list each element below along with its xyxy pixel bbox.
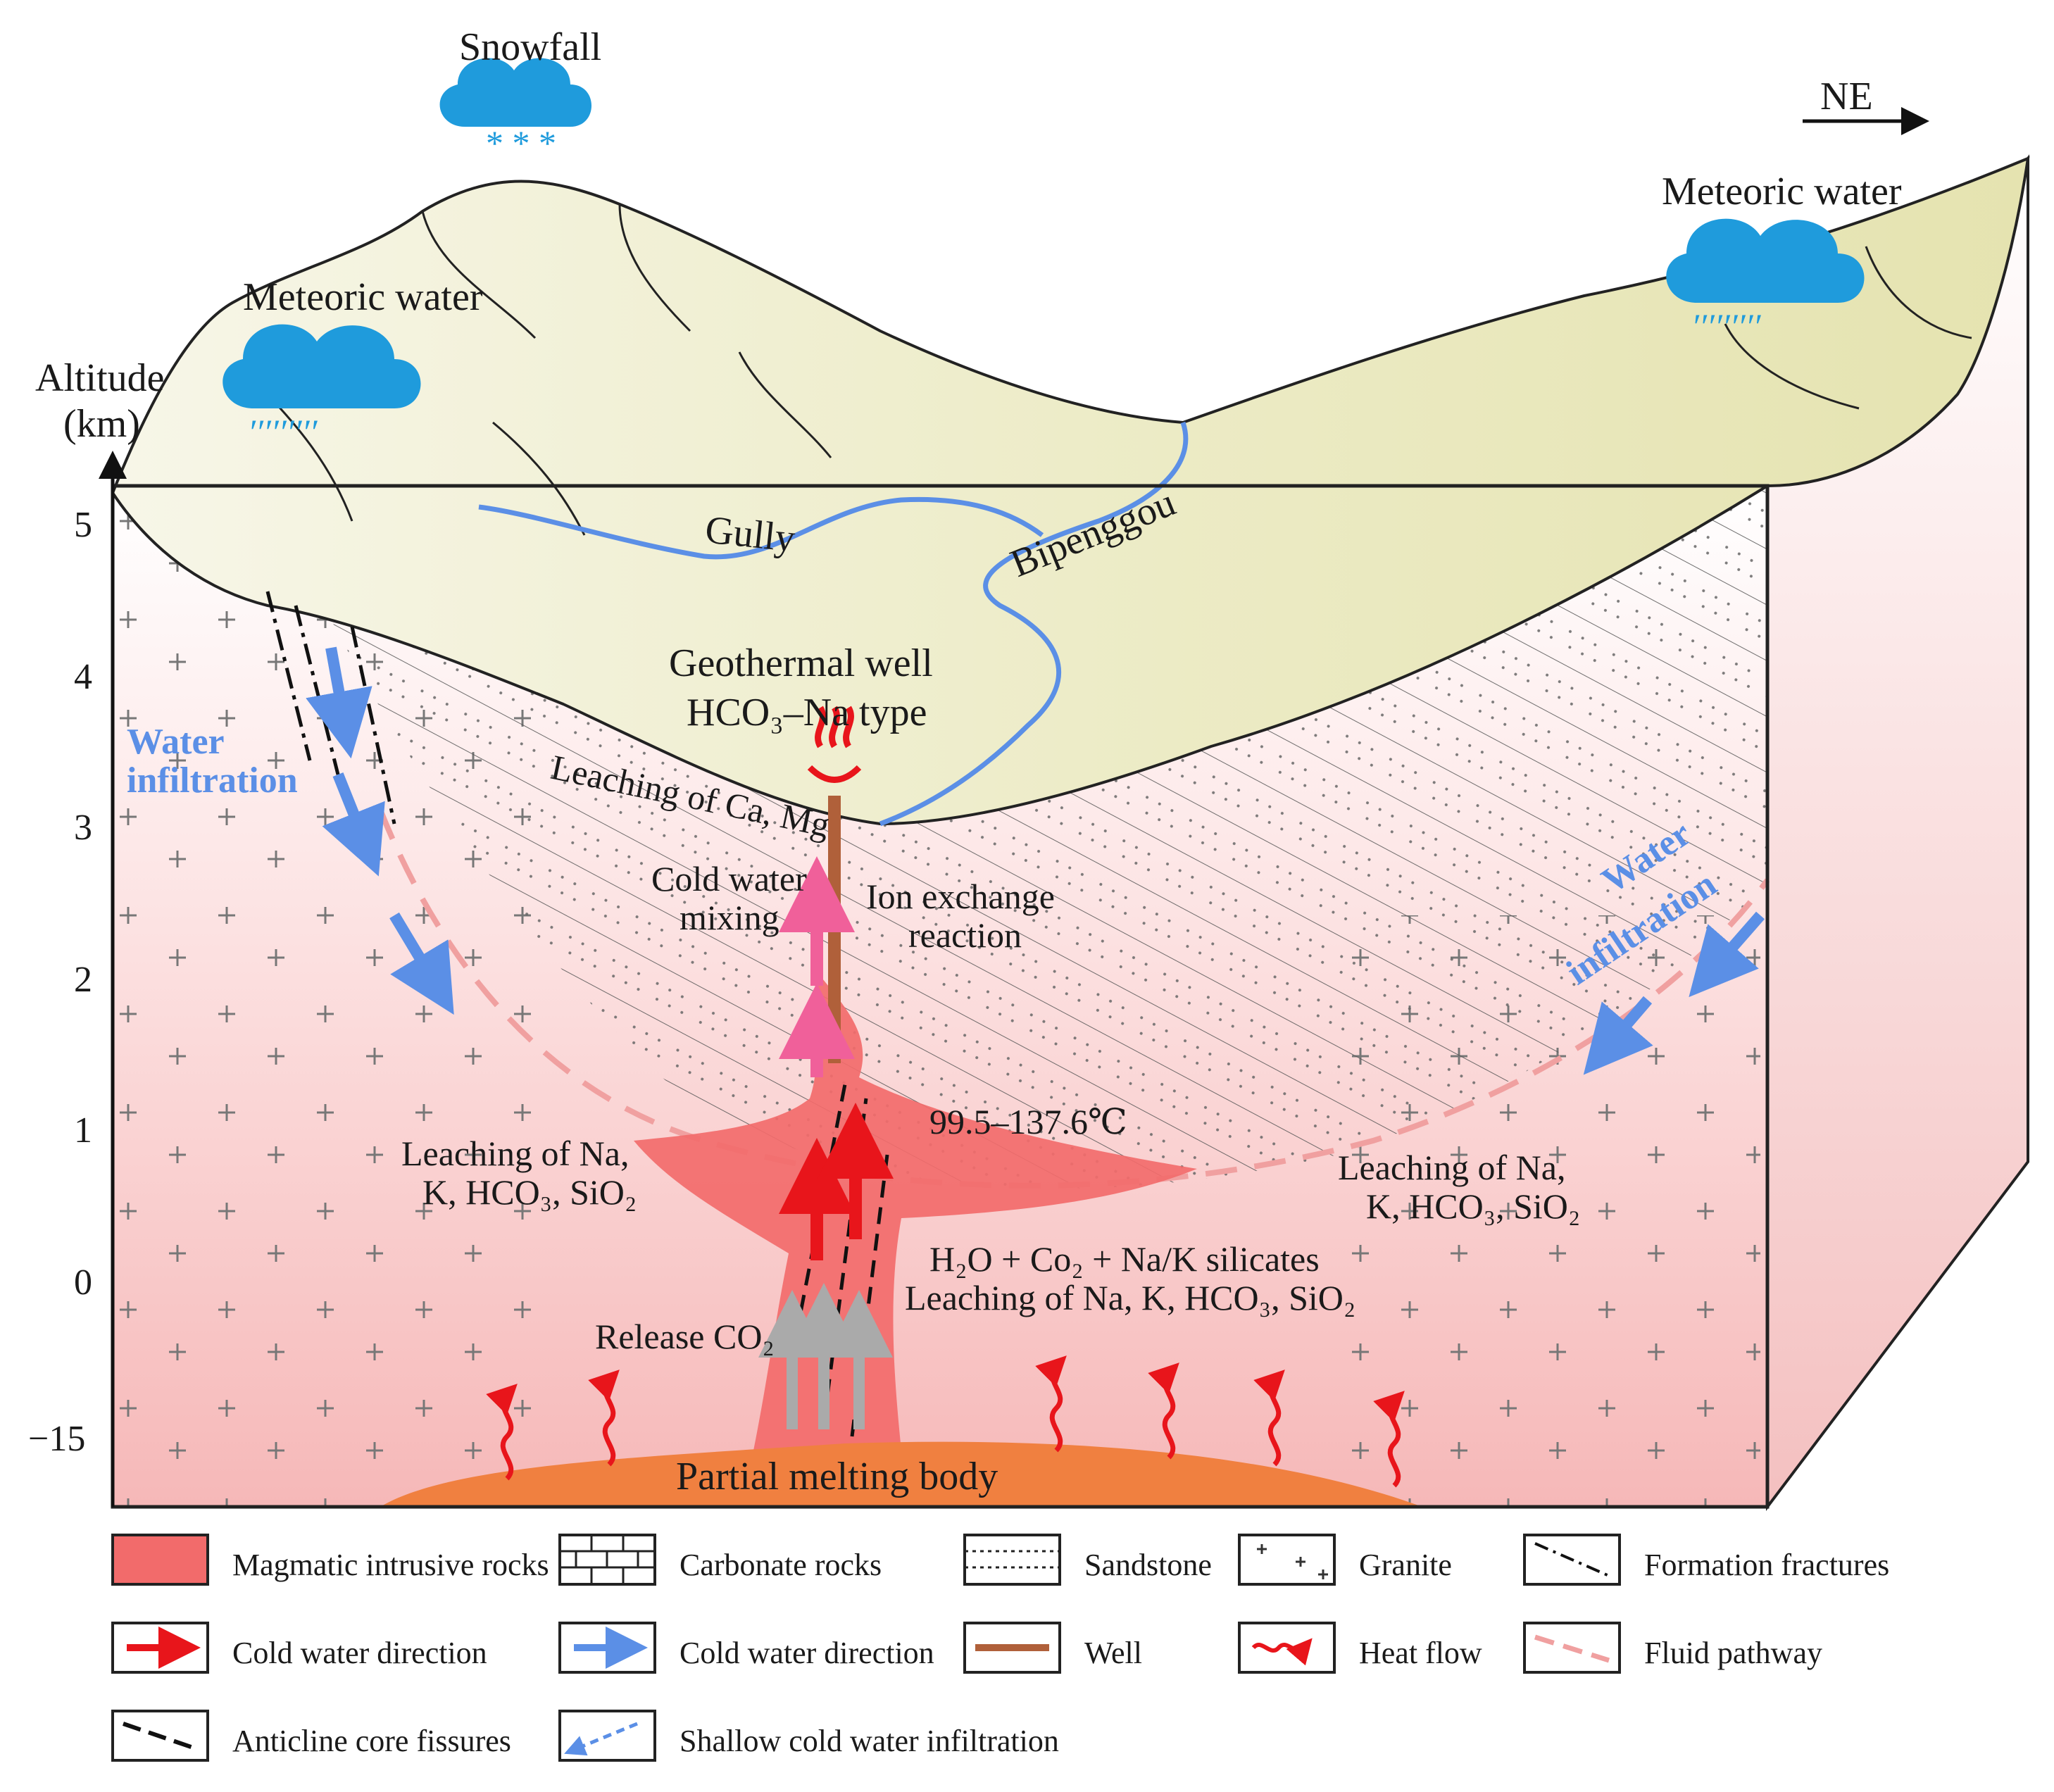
left-infiltration-arrows (306, 646, 454, 1015)
tick-2: 2 (74, 960, 92, 1000)
label-cold-water-mixing-1: Cold water (651, 859, 807, 898)
legend-label-sandstone: Sandstone (1084, 1548, 1212, 1582)
legend-swatch-sandstone (963, 1534, 1061, 1586)
label-infiltration-left-1: Water (127, 722, 225, 762)
label-release-co2: Release CO₂ (595, 1317, 775, 1356)
granite-pattern-icon (1257, 1544, 1328, 1579)
tick-minus-15: −15 (28, 1419, 85, 1459)
rain-cloud-left-icon: ′′′′′′′′′ (223, 324, 421, 451)
terrain-ridge-lines (252, 203, 1972, 536)
label-leaching-right-1: Leaching of Na, (1338, 1148, 1565, 1187)
axis-title-line2: (km) (63, 402, 140, 446)
label-leaching-left-1: Leaching of Na, (401, 1134, 629, 1173)
grey-co2-arrows (758, 1283, 893, 1429)
partial-melting-body (380, 1441, 1422, 1507)
gully-river (478, 496, 1044, 560)
legend-label-carbonate: Carbonate rocks (680, 1548, 882, 1582)
label-infiltration-left-2: infiltration (127, 760, 298, 801)
legend-label-heat-flow: Heat flow (1359, 1636, 1482, 1670)
legend-label-blue-arrow: Cold water direction (680, 1636, 934, 1670)
legend-swatch-granite (1238, 1534, 1336, 1586)
black-dash-icon (123, 1722, 198, 1751)
blue-dash-arrow-icon (564, 1722, 638, 1756)
carbonate-pattern-icon (560, 1535, 655, 1584)
label-gully: Gully (703, 508, 797, 560)
heat-flow-arrows (486, 1355, 1405, 1488)
label-leaching-left-2: K, HCO₃, SiO₂ (422, 1172, 637, 1212)
tick-5: 5 (74, 505, 92, 545)
label-ion-exchange-1: Ion exchange (866, 877, 1055, 916)
snowfall-cloud-icon: * * * (439, 58, 591, 163)
label-geothermal-well: Geothermal well (669, 641, 933, 685)
axis-ticks: 5 4 3 2 1 0 −15 (28, 505, 92, 1459)
legend-swatch-magmatic (111, 1534, 209, 1586)
legend-label-anticline: Anticline core fissures (232, 1724, 511, 1758)
legend-swatch-anticline (111, 1710, 209, 1762)
label-temperature: 99.5–137.6℃ (929, 1102, 1127, 1141)
label-leaching-right-2: K, HCO₃, SiO₂ (1366, 1186, 1580, 1226)
bipenggou-river (879, 421, 1189, 827)
magmatic-intrusion (634, 972, 1197, 1450)
tick-0: 0 (74, 1262, 92, 1303)
svg-text:′′′′′′′′′: ′′′′′′′′′ (1693, 306, 1762, 346)
axis-title-line1: Altitude (35, 356, 165, 400)
label-partial-melting: Partial melting body (676, 1455, 998, 1498)
label-snowfall: Snowfall (459, 25, 601, 69)
right-infiltration-arrows (1583, 911, 1765, 1075)
legend-label-fracture: Formation fractures (1644, 1548, 1889, 1582)
sandstone-pattern-icon (965, 1550, 1060, 1569)
legend-label-fluid-pathway: Fluid pathway (1644, 1636, 1822, 1670)
legend-label-well: Well (1084, 1636, 1142, 1670)
legend-swatch-fluid-pathway (1523, 1622, 1621, 1674)
label-meteoric-right: Meteoric water (1662, 170, 1902, 213)
svg-text:′′′′′′′′′: ′′′′′′′′′ (250, 412, 319, 451)
rain-cloud-right-icon: ′′′′′′′′′ (1666, 218, 1865, 346)
label-ion-exchange-2: reaction (908, 915, 1022, 955)
legend-label-shallow-infiltration: Shallow cold water infiltration (680, 1724, 1059, 1758)
svg-text:* * *: * * * (486, 123, 556, 163)
label-cold-water-mixing-2: mixing (680, 898, 779, 937)
compass-label: NE (1820, 75, 1873, 118)
tick-3: 3 (74, 808, 92, 848)
label-hco3-na: HCO₃–Na type (687, 691, 927, 734)
legend-label-magmatic: Magmatic intrusive rocks (232, 1548, 549, 1582)
fracture-pattern-icon (1534, 1542, 1610, 1577)
label-meteoric-left: Meteoric water (243, 275, 483, 319)
label-reaction-2: Leaching of Na, K, HCO₃, SiO₂ (905, 1278, 1355, 1317)
pink-dash-icon (1534, 1634, 1610, 1663)
label-reaction-1: H₂O + Co₂ + Na/K silicates (929, 1239, 1320, 1279)
tick-4: 4 (74, 657, 92, 697)
terrain-surface (111, 156, 2030, 826)
hot-spring-steam-icon (807, 706, 862, 783)
wavy-red-arrow-icon (1251, 1638, 1313, 1666)
legend-label-red-arrow: Cold water direction (232, 1636, 487, 1670)
legend: Magmatic intrusive rocks Carbonate rocks… (111, 1534, 1889, 1762)
tick-1: 1 (74, 1110, 92, 1151)
legend-label-granite: Granite (1359, 1548, 1452, 1582)
red-cold-water-arrows (779, 1103, 894, 1260)
